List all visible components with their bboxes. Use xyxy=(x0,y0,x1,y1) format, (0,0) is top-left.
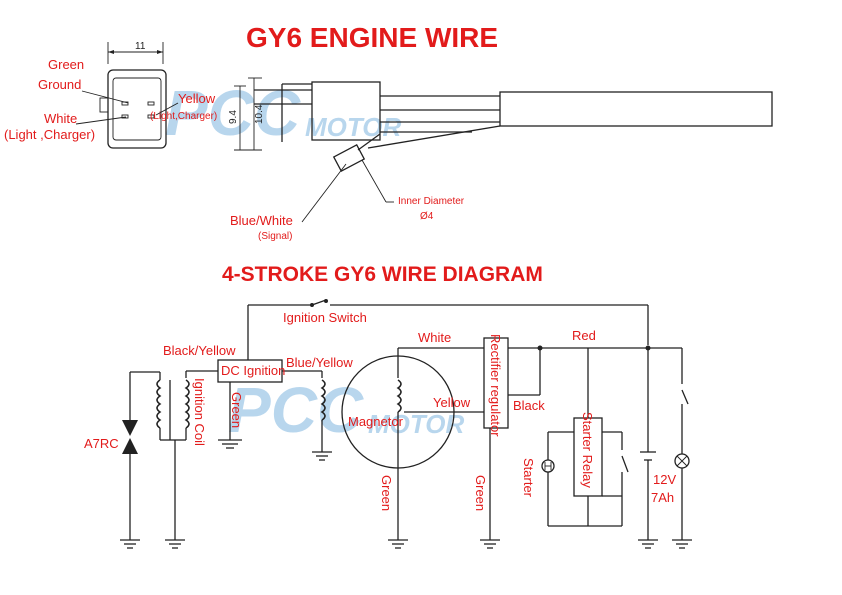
label-rectifier: Rectifier regulator xyxy=(488,334,503,437)
label-starter-relay: Starter Relay xyxy=(580,412,595,488)
title-wire-diagram: 4-STROKE GY6 WIRE DIAGRAM xyxy=(222,263,543,286)
label-dim-10-4: 10.4 xyxy=(254,104,265,124)
label-white-circuit: White xyxy=(418,330,451,345)
label-dim-9-4: 9.4 xyxy=(228,110,239,124)
watermark-sub-top: MOTOR xyxy=(305,112,402,142)
label-green-rect: Green xyxy=(473,475,488,511)
watermark-brand-bottom: PCC xyxy=(228,374,364,446)
circuit-drawing xyxy=(120,299,692,549)
label-starter: Starter xyxy=(521,458,536,498)
label-blue-white: Blue/White xyxy=(230,213,293,228)
label-dc-ignition: DC Ignition xyxy=(221,363,285,378)
label-ignition-switch: Ignition Switch xyxy=(283,310,367,325)
label-black-yellow: Black/Yellow xyxy=(163,343,236,358)
title-engine-wire: GY6 ENGINE WIRE xyxy=(246,22,498,53)
label-ignition-coil: Ignition Coil xyxy=(192,378,207,446)
label-diameter-value: Ø4 xyxy=(420,211,434,222)
label-green-connector: Green xyxy=(48,57,84,72)
label-dim-11: 11 xyxy=(135,41,146,52)
label-white-connector: White xyxy=(44,111,77,126)
label-red: Red xyxy=(572,328,596,343)
label-a7rc: A7RC xyxy=(84,436,119,451)
label-capacity: 7Ah xyxy=(651,490,674,505)
watermark-brand-top: PCC xyxy=(165,77,301,149)
label-black-circuit: Black xyxy=(513,398,545,413)
connector-drawing xyxy=(75,42,773,223)
label-signal: (Signal) xyxy=(258,231,292,242)
label-light-charger: (Light ,Charger) xyxy=(4,127,95,142)
label-blue-yellow: Blue/Yellow xyxy=(286,355,353,370)
label-ground: Ground xyxy=(38,77,81,92)
label-green-dc: Green xyxy=(229,392,244,428)
label-yellow-circuit: Yellow xyxy=(433,395,471,410)
label-yellow-sub: (Light,Charger) xyxy=(150,111,217,122)
watermark-sub-bottom: MOTOR xyxy=(368,409,465,439)
label-green-mag: Green xyxy=(379,475,394,511)
label-voltage: 12V xyxy=(653,472,676,487)
label-magnetor: Magnetor xyxy=(348,414,404,429)
label-inner-diameter: Inner Diameter xyxy=(398,196,465,207)
label-yellow-connector: Yellow xyxy=(178,91,216,106)
